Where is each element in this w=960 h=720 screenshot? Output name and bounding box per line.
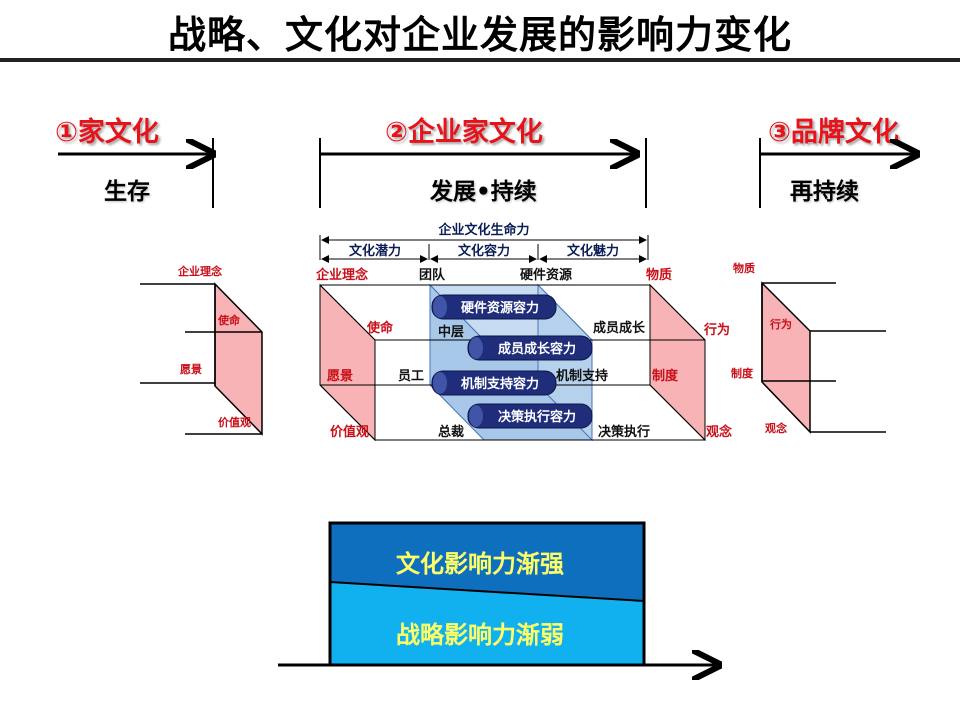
stage-1-sub: 生存 <box>104 179 150 205</box>
stage-2-sub: 发展•持续 <box>430 179 537 205</box>
center-header: 企业文化生命力 文化潜力 文化容力 文化魅力 <box>319 222 649 263</box>
label-xingwei: 行为 <box>703 322 730 338</box>
label-zongcai: 总裁 <box>438 424 464 440</box>
stage-3-label: ③品牌文化 <box>768 117 899 148</box>
label-yingjian-ziyuan: 硬件资源 <box>520 267 572 283</box>
pill-1: 硬件资源容力 <box>431 294 557 320</box>
left-prism-mid: 使命 <box>217 313 241 327</box>
label-zhongceng: 中层 <box>438 324 464 340</box>
label-yuanjing: 愿景 <box>327 369 353 384</box>
influence-top-label: 文化影响力渐强 <box>396 550 564 578</box>
center-header-title: 企业文化生命力 <box>437 222 529 238</box>
label-juece-zhixing: 决策执行 <box>598 424 650 440</box>
pill-3-label: 机制支持容力 <box>461 376 539 392</box>
right-prism-mid: 行为 <box>769 317 792 331</box>
label-zhidu: 制度 <box>652 368 679 384</box>
center-box <box>319 283 706 442</box>
label-wuzhi: 物质 <box>646 267 672 283</box>
right-prism: 物质 行为 制度 观念 <box>731 261 886 435</box>
pill-3: 机制支持容力 <box>431 370 557 396</box>
section-label-3: 文化魅力 <box>567 243 619 259</box>
pill-4-label: 决策执行容力 <box>498 409 576 425</box>
label-shiming: 使命 <box>366 320 394 336</box>
influence-bottom-label: 战略影响力渐弱 <box>396 621 564 649</box>
label-qiye-linian: 企业理念 <box>315 267 368 283</box>
label-tuandui: 团队 <box>419 268 446 283</box>
left-prism-left: 愿景 <box>180 363 202 376</box>
left-prism-top: 企业理念 <box>177 264 223 278</box>
label-yuangong: 员工 <box>398 369 424 384</box>
pill-1-label: 硬件资源容力 <box>461 300 539 316</box>
center-labels: 企业理念 团队 硬件资源 物质 使命 中层 成员成长 行为 愿景 员工 机制支持… <box>315 267 732 440</box>
left-prism: 企业理念 使命 愿景 价值观 <box>140 264 263 436</box>
right-prism-left: 制度 <box>731 366 754 380</box>
section-label-2: 文化容力 <box>458 243 510 259</box>
pill-2: 成员成长容力 <box>467 335 593 361</box>
title-underline <box>0 58 960 62</box>
label-chengyuan-chengzhang: 成员成长 <box>593 320 646 336</box>
page-title: 战略、文化对企业发展的影响力变化 <box>167 13 792 57</box>
stage-3-arrow <box>759 138 914 208</box>
stage-1-arrow <box>58 138 213 208</box>
stage-1-label: ①家文化 <box>55 117 159 148</box>
pill-4: 决策执行容力 <box>467 403 593 429</box>
label-jizhi-zhichi: 机制支持 <box>556 368 608 384</box>
stage-2-label: ②企业家文化 <box>385 117 543 148</box>
right-prism-top: 物质 <box>733 261 755 275</box>
label-guannian: 观念 <box>706 424 732 440</box>
left-prism-bottom: 价值观 <box>218 415 251 429</box>
stage-3-sub: 再持续 <box>790 179 859 205</box>
label-jiazhiguan: 价值观 <box>330 424 369 440</box>
section-label-1: 文化潜力 <box>349 243 401 259</box>
capacity-pills: 硬件资源容力 成员成长容力 机制支持容力 决策执行容力 <box>431 294 593 429</box>
influence-box: 文化影响力渐强 战略影响力渐弱 <box>328 521 646 667</box>
pill-2-label: 成员成长容力 <box>498 341 576 357</box>
stage-2-arrow <box>319 138 647 208</box>
right-prism-bottom: 观念 <box>765 421 788 435</box>
